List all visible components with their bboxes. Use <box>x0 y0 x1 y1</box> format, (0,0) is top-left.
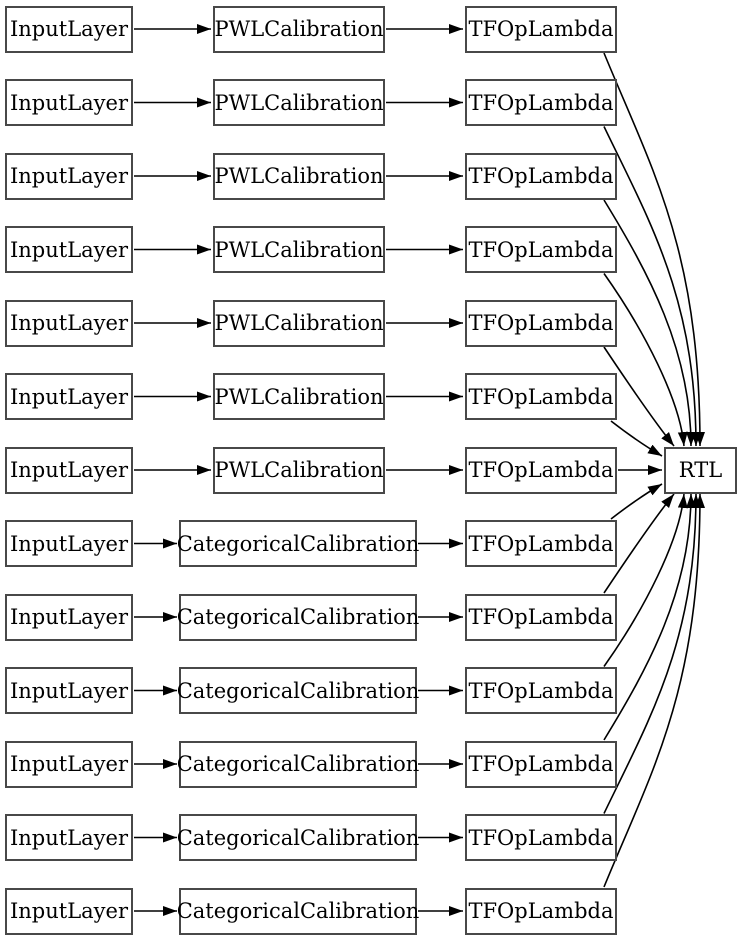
node-categorical-calibration-13: CategoricalCalibration <box>177 887 419 935</box>
node-pwl-calibration-1: PWLCalibration <box>213 5 385 53</box>
diagram-row: InputLayer PWLCalibration TFOpLambda <box>0 5 741 53</box>
node-tf-op-lambda-10: TFOpLambda <box>465 667 617 714</box>
node-tf-op-lambda-9: TFOpLambda <box>465 593 617 641</box>
node-pwl-calibration-4: PWLCalibration <box>213 226 385 273</box>
node-tf-op-lambda-6: TFOpLambda <box>465 373 617 420</box>
node-input-layer-6: InputLayer <box>5 373 133 420</box>
node-categorical-calibration-8: CategoricalCalibration <box>177 520 419 567</box>
node-tf-op-lambda-11: TFOpLambda <box>465 740 617 788</box>
node-pwl-calibration-3: PWLCalibration <box>213 152 385 200</box>
node-categorical-calibration-11: CategoricalCalibration <box>177 740 419 788</box>
node-tf-op-lambda-13: TFOpLambda <box>465 887 617 935</box>
diagram-row: InputLayer PWLCalibration TFOpLambda <box>0 446 741 494</box>
node-tf-op-lambda-1: TFOpLambda <box>465 5 617 53</box>
node-input-layer-9: InputLayer <box>5 593 133 641</box>
node-tf-op-lambda-8: TFOpLambda <box>465 520 617 567</box>
node-tf-op-lambda-5: TFOpLambda <box>465 299 617 347</box>
node-input-layer-10: InputLayer <box>5 667 133 714</box>
node-rtl-output: RTL <box>664 446 737 494</box>
node-pwl-calibration-2: PWLCalibration <box>213 79 385 126</box>
diagram-row: InputLayer CategoricalCalibration TFOpLa… <box>0 667 741 714</box>
diagram-row: InputLayer CategoricalCalibration TFOpLa… <box>0 520 741 567</box>
node-input-layer-12: InputLayer <box>5 814 133 861</box>
node-tf-op-lambda-7: TFOpLambda <box>465 446 617 494</box>
node-input-layer-7: InputLayer <box>5 446 133 494</box>
diagram-row: InputLayer CategoricalCalibration TFOpLa… <box>0 887 741 935</box>
node-input-layer-11: InputLayer <box>5 740 133 788</box>
diagram-row: InputLayer CategoricalCalibration TFOpLa… <box>0 593 741 641</box>
node-pwl-calibration-5: PWLCalibration <box>213 299 385 347</box>
node-input-layer-3: InputLayer <box>5 152 133 200</box>
node-categorical-calibration-9: CategoricalCalibration <box>177 593 419 641</box>
node-input-layer-2: InputLayer <box>5 79 133 126</box>
node-categorical-calibration-10: CategoricalCalibration <box>177 667 419 714</box>
node-tf-op-lambda-4: TFOpLambda <box>465 226 617 273</box>
node-tf-op-lambda-12: TFOpLambda <box>465 814 617 861</box>
diagram-row: InputLayer PWLCalibration TFOpLambda <box>0 152 741 200</box>
node-categorical-calibration-12: CategoricalCalibration <box>177 814 419 861</box>
node-input-layer-13: InputLayer <box>5 887 133 935</box>
node-pwl-calibration-7: PWLCalibration <box>213 446 385 494</box>
diagram-row: InputLayer PWLCalibration TFOpLambda <box>0 79 741 126</box>
diagram-row: InputLayer PWLCalibration TFOpLambda <box>0 226 741 273</box>
node-tf-op-lambda-2: TFOpLambda <box>465 79 617 126</box>
diagram-row: InputLayer PWLCalibration TFOpLambda <box>0 373 741 420</box>
node-input-layer-5: InputLayer <box>5 299 133 347</box>
node-tf-op-lambda-3: TFOpLambda <box>465 152 617 200</box>
diagram-row: InputLayer PWLCalibration TFOpLambda <box>0 299 741 347</box>
node-input-layer-4: InputLayer <box>5 226 133 273</box>
diagram-row: InputLayer CategoricalCalibration TFOpLa… <box>0 740 741 788</box>
diagram-row: InputLayer CategoricalCalibration TFOpLa… <box>0 814 741 861</box>
node-input-layer-8: InputLayer <box>5 520 133 567</box>
node-pwl-calibration-6: PWLCalibration <box>213 373 385 420</box>
node-input-layer-1: InputLayer <box>5 5 133 53</box>
